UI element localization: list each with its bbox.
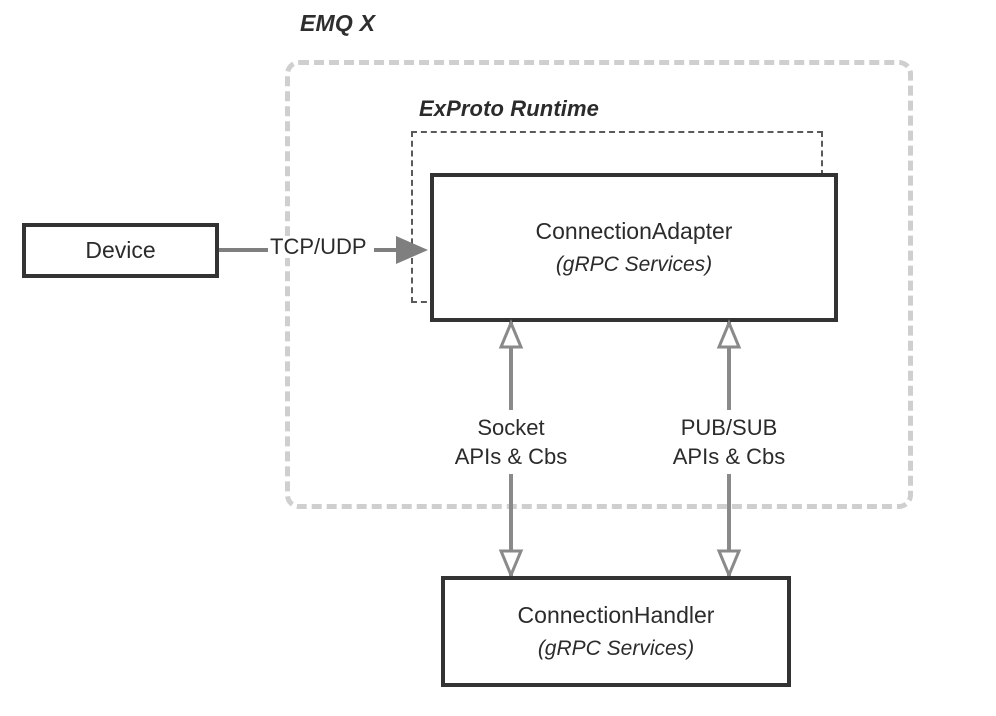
arrow-right-icon xyxy=(396,236,428,264)
arrow-up-icon xyxy=(498,319,524,349)
connector-pubsub-apis-label: PUB/SUB APIs & Cbs xyxy=(666,410,792,475)
connector-label-tcp-udp: TCP/UDP xyxy=(268,234,369,259)
connector-device-adapter-line-segment xyxy=(374,248,402,252)
node-connection-adapter: ConnectionAdapter (gRPC Services) xyxy=(430,173,838,322)
connector-pubsub-apis-label-line2: APIs & Cbs xyxy=(672,444,786,470)
node-connection-adapter-subtitle: (gRPC Services) xyxy=(555,252,713,276)
arrow-down-icon xyxy=(498,549,524,579)
node-device: Device xyxy=(22,223,219,278)
node-connection-adapter-title: ConnectionAdapter xyxy=(535,218,733,245)
container-exproto-runtime-label: ExProto Runtime xyxy=(419,96,599,121)
connector-socket-apis: Socket APIs & Cbs xyxy=(448,319,574,579)
node-connection-handler: ConnectionHandler (gRPC Services) xyxy=(441,576,791,687)
arrow-down-icon xyxy=(716,549,742,579)
arrow-up-icon xyxy=(716,319,742,349)
connector-socket-apis-label-line2: APIs & Cbs xyxy=(454,444,568,470)
connector-pubsub-apis-label-line1: PUB/SUB xyxy=(680,415,778,440)
node-connection-handler-subtitle: (gRPC Services) xyxy=(537,636,695,660)
connector-socket-apis-label: Socket APIs & Cbs xyxy=(448,410,574,475)
node-connection-handler-title: ConnectionHandler xyxy=(517,602,715,629)
node-device-title: Device xyxy=(85,236,156,263)
container-emqx xyxy=(285,60,913,509)
connector-pubsub-apis: PUB/SUB APIs & Cbs xyxy=(666,319,792,579)
container-emqx-label: EMQ X xyxy=(300,10,376,36)
connector-socket-apis-label-line1: Socket xyxy=(477,415,545,440)
